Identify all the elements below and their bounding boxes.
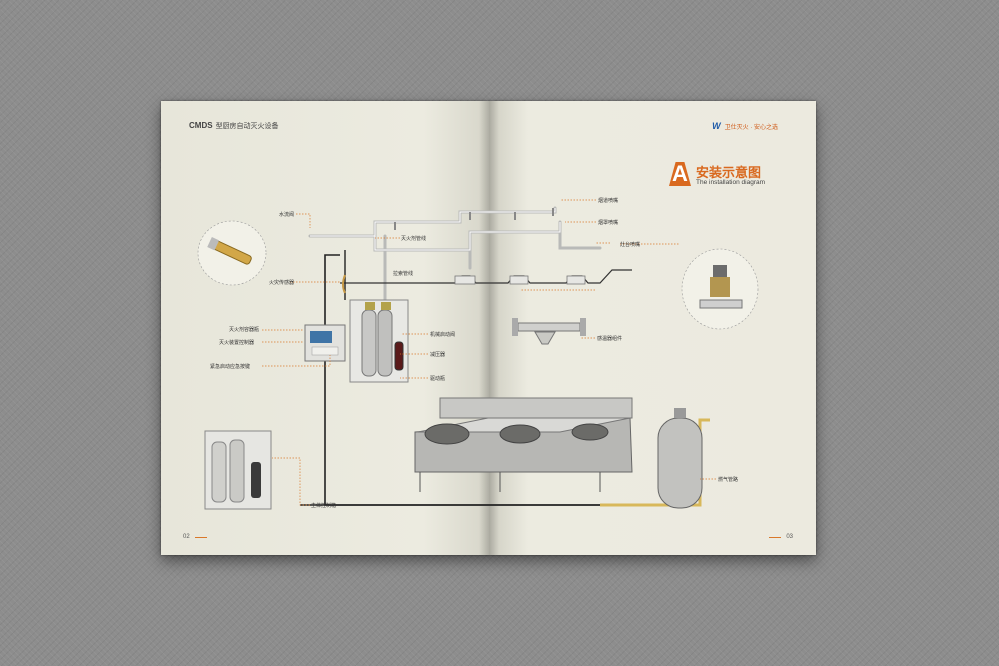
header-slogan: 卫仕灭火 · 安心之选 xyxy=(724,124,778,131)
page-number-left: 02 xyxy=(183,534,206,540)
label-agent-bottle: 灭火剂容器瓶 xyxy=(229,327,260,333)
label-water-valve: 水流阀 xyxy=(279,212,295,218)
label-gas-pipe: 燃气管路 xyxy=(718,477,739,483)
controller-box xyxy=(304,324,346,362)
sensor-illustration xyxy=(207,236,252,265)
label-fire-detector: 火灾传感器 xyxy=(269,280,295,286)
label-controller: 灭火装置控制器 xyxy=(219,340,255,346)
title-chinese: 安装示意图 xyxy=(696,166,762,181)
header-title: 型厨房自动灭火设备 xyxy=(215,123,279,130)
label-driver-bottle: 驱动瓶 xyxy=(430,376,446,382)
label-control-box: 主体控制箱 xyxy=(311,503,337,509)
label-pressure-reducer: 减压器 xyxy=(430,352,446,358)
fusible-link xyxy=(512,318,586,345)
label-pull-cable: 拉索管线 xyxy=(393,271,414,277)
nozzle-illustration xyxy=(699,265,743,309)
label-stove-nozzle: 灶台喷嘴 xyxy=(620,242,641,248)
title-english: The installation diagram xyxy=(696,179,766,186)
cylinder-cabinet xyxy=(349,299,409,383)
photo-inset xyxy=(204,430,272,510)
label-hood-nozzle: 烟罩喷嘴 xyxy=(598,220,619,226)
label-emergency-button: 紧急启动应急按键 xyxy=(210,364,251,370)
label-fusible-link: 感温器组件 xyxy=(597,336,623,342)
agent-pipe-branch xyxy=(558,230,602,250)
stove xyxy=(414,417,633,492)
label-mech-valve: 机械启动阀 xyxy=(430,332,456,338)
label-smoke-nozzle: 烟道喷嘴 xyxy=(598,198,619,204)
label-agent-pipe: 灭火剂管线 xyxy=(401,236,427,242)
header-code: CMDS xyxy=(189,121,213,130)
page-number-right: 03 xyxy=(769,534,793,540)
brand-logo-icon: W xyxy=(712,121,721,131)
title-letter-badge: A xyxy=(669,162,691,186)
gas-tank xyxy=(657,408,703,509)
